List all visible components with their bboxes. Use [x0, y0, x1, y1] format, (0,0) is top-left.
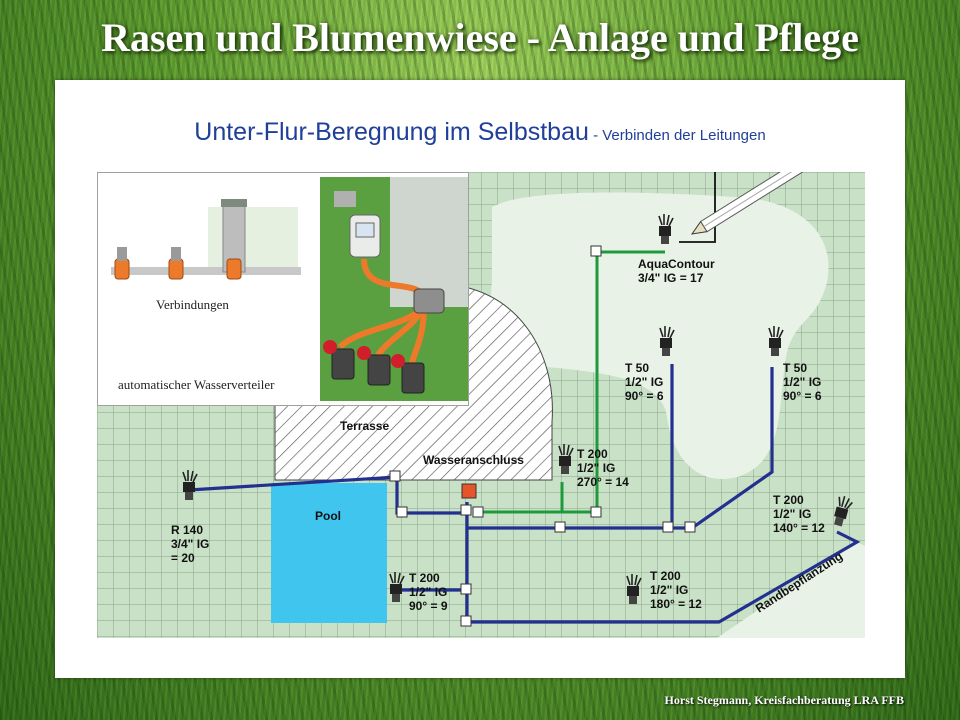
t50-right-label-3: 90° = 6 — [783, 389, 822, 403]
pool-label: Pool — [315, 509, 341, 523]
t200-90-label-2: 1/2" IG — [409, 585, 447, 599]
t50-left-label-3: 90° = 6 — [625, 389, 664, 403]
footer-credit: Horst Stegmann, Kreisfachberatung LRA FF… — [664, 693, 904, 707]
diagram-title: Unter-Flur-Beregnung im Selbstbau - Verb… — [0, 118, 960, 147]
pool-area — [271, 483, 387, 623]
water-connection-box — [461, 483, 477, 499]
pipe-connectors — [389, 245, 696, 627]
t200-180-label-3: 180° = 12 — [650, 597, 702, 611]
green-pipe-network — [477, 250, 665, 514]
t200-270-label-2: 1/2" IG — [577, 461, 615, 475]
t50-left-label-1: T 50 — [625, 361, 649, 375]
t200-140-label-1: T 200 — [773, 493, 804, 507]
t200-180-label-2: 1/2" IG — [650, 583, 688, 597]
t200-140-label-2: 1/2" IG — [773, 507, 811, 521]
r140-label-1: R 140 — [171, 523, 203, 537]
t200-270-label-1: T 200 — [577, 447, 608, 461]
inset-label-distributor: automatischer Wasserverteiler — [118, 377, 275, 392]
pencil-icon — [690, 172, 818, 235]
connectors-illustration — [111, 199, 301, 280]
water-distributor-illustration — [320, 177, 468, 401]
aquacontour-label-2: 3/4" IG = 17 — [638, 271, 704, 285]
r140-label-2: 3/4" IG — [171, 537, 209, 551]
slide-title: Rasen und Blumenwiese - Anlage und Pfleg… — [101, 15, 859, 60]
inset-label-connections: Verbindungen — [156, 297, 229, 312]
planting-area — [490, 192, 829, 479]
r140-label-3: = 20 — [171, 551, 195, 565]
t50-right-label-2: 1/2" IG — [783, 375, 821, 389]
t50-right-label-1: T 50 — [783, 361, 807, 375]
t200-90-label-3: 90° = 9 — [409, 599, 448, 613]
diagram-title-main: Unter-Flur-Beregnung im Selbstbau — [194, 118, 589, 146]
border-planting-strip — [717, 542, 865, 638]
t50-left-label-2: 1/2" IG — [625, 375, 663, 389]
water-connection-label: Wasseranschluss — [423, 453, 524, 467]
t200-180-label-1: T 200 — [650, 569, 681, 583]
terrace-label: Terrasse — [340, 419, 389, 433]
t200-90-label-1: T 200 — [409, 571, 440, 585]
inset-illustrations: Verbindungen automatischer Wasserverteil… — [97, 172, 469, 406]
controller-line — [679, 172, 716, 243]
t200-140-label-3: 140° = 12 — [773, 521, 825, 535]
t200-270-label-3: 270° = 14 — [577, 475, 629, 489]
aquacontour-label-1: AquaContour — [638, 257, 715, 271]
diagram-title-sub: - Verbinden der Leitungen — [588, 127, 766, 144]
